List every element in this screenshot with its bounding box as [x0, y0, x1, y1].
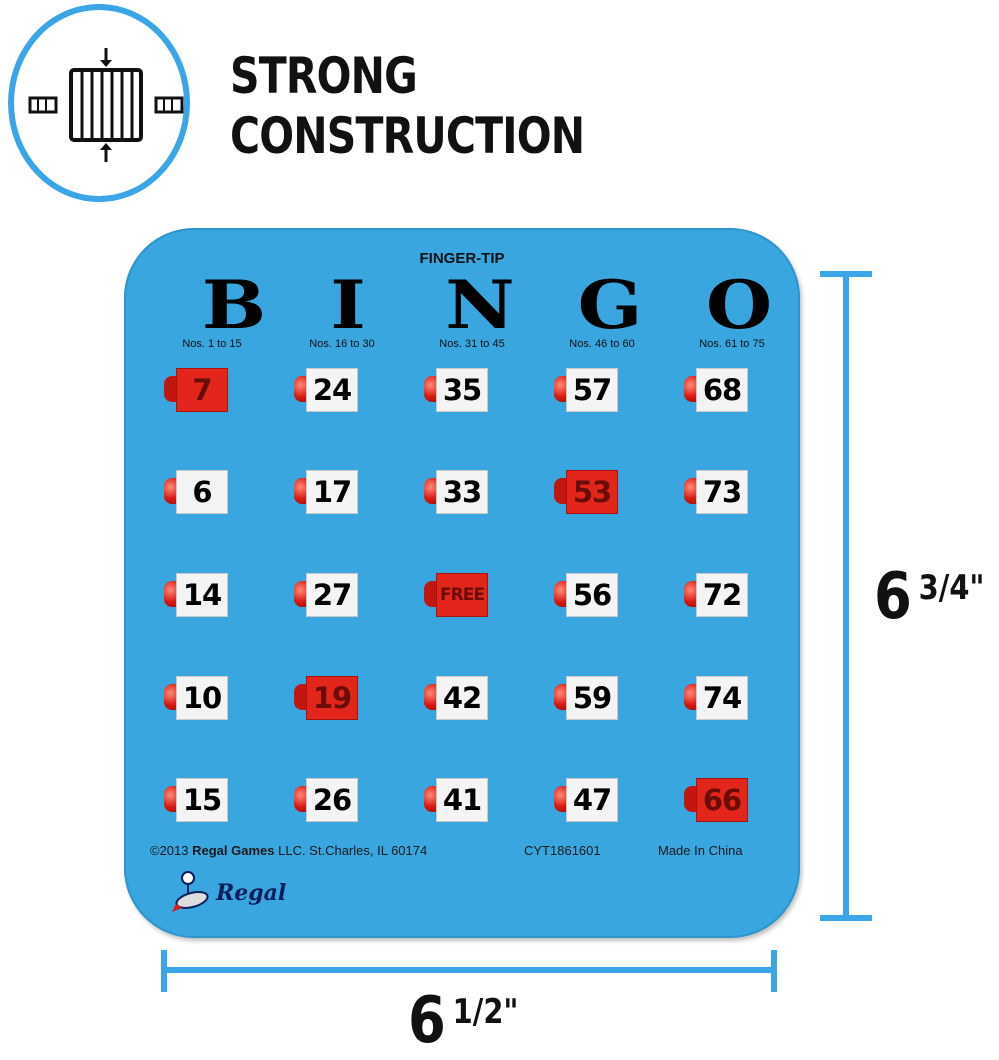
range-n: Nos. 31 to 45	[439, 338, 505, 350]
headline-line-1: STRONG	[230, 47, 418, 105]
letter-n: N	[445, 266, 515, 344]
copyright-suffix: LLC. St.Charles, IL 60174	[274, 843, 428, 858]
cell-i-3[interactable]: 27	[294, 573, 358, 617]
cell-number: 15	[176, 778, 228, 822]
cell-number: 33	[436, 470, 488, 514]
cell-g-5[interactable]: 47	[554, 778, 618, 822]
cell-number: 26	[306, 778, 358, 822]
cell-number: 47	[566, 778, 618, 822]
cell-number: 53	[566, 470, 618, 514]
width-dimension-line	[161, 950, 777, 992]
card-brand: FINGER-TIP	[419, 250, 505, 267]
cell-i-4[interactable]: 19	[294, 676, 358, 720]
cell-n-5[interactable]: 41	[424, 778, 488, 822]
cell-b-4[interactable]: 10	[164, 676, 228, 720]
headline-line-2: CONSTRUCTION	[230, 107, 585, 165]
cell-o-3[interactable]: 72	[684, 573, 748, 617]
cell-number: 66	[696, 778, 748, 822]
cell-number: 6	[176, 470, 228, 514]
cell-i-2[interactable]: 17	[294, 470, 358, 514]
cell-number: 35	[436, 368, 488, 412]
cell-i-1[interactable]: 24	[294, 368, 358, 412]
copyright-prefix: ©2013	[150, 843, 193, 858]
logo-text: Regal	[216, 880, 287, 906]
cell-number: 74	[696, 676, 748, 720]
cell-g-3[interactable]: 56	[554, 573, 618, 617]
cell-number: 68	[696, 368, 748, 412]
range-b: Nos. 1 to 15	[182, 338, 242, 350]
rocket-mascot-icon	[172, 871, 209, 912]
cell-number: 17	[306, 470, 358, 514]
cell-g-4[interactable]: 59	[554, 676, 618, 720]
cell-number: 56	[566, 573, 618, 617]
cell-n-2[interactable]: 33	[424, 470, 488, 514]
letter-o: O	[705, 266, 773, 344]
cell-b-5[interactable]: 15	[164, 778, 228, 822]
cell-number: 7	[176, 368, 228, 412]
cell-g-1[interactable]: 57	[554, 368, 618, 412]
height-fraction: 3/4"	[918, 568, 985, 608]
cell-o-4[interactable]: 74	[684, 676, 748, 720]
letter-g: G	[577, 266, 643, 344]
cell-number: FREE	[436, 573, 488, 617]
copyright-line: ©2013 Regal Games LLC. St.Charles, IL 60…	[150, 843, 427, 858]
feature-headline: STRONG CONSTRUCTION	[230, 46, 585, 166]
cell-number: 42	[436, 676, 488, 720]
regal-logo: Regal	[172, 868, 312, 918]
letter-i: I	[330, 266, 366, 344]
cell-g-2[interactable]: 53	[554, 470, 618, 514]
origin-label: Made In China	[658, 843, 743, 858]
cell-n-1[interactable]: 35	[424, 368, 488, 412]
cell-number: 59	[566, 676, 618, 720]
range-i: Nos. 16 to 30	[309, 338, 375, 350]
height-whole: 6	[874, 560, 912, 634]
cell-number: 19	[306, 676, 358, 720]
cell-i-5[interactable]: 26	[294, 778, 358, 822]
width-fraction: 1/2"	[452, 992, 519, 1032]
cell-n-4[interactable]: 42	[424, 676, 488, 720]
cell-b-3[interactable]: 14	[164, 573, 228, 617]
cell-n-3[interactable]: FREE	[424, 573, 488, 617]
cell-number: 24	[306, 368, 358, 412]
model-number: CYT1861601	[524, 843, 601, 858]
cell-b-1[interactable]: 7	[164, 368, 228, 412]
range-o: Nos. 61 to 75	[699, 338, 765, 350]
bingo-letters: B I N G O	[124, 272, 800, 338]
compression-block-icon	[28, 48, 184, 162]
height-dimension-line	[820, 271, 872, 921]
width-whole: 6	[408, 984, 446, 1058]
cell-number: 72	[696, 573, 748, 617]
letter-b: B	[201, 266, 267, 344]
cell-o-2[interactable]: 73	[684, 470, 748, 514]
cell-number: 73	[696, 470, 748, 514]
cell-number: 57	[566, 368, 618, 412]
cell-b-2[interactable]: 6	[164, 470, 228, 514]
strong-construction-badge	[8, 4, 190, 202]
cell-number: 14	[176, 573, 228, 617]
cell-number: 41	[436, 778, 488, 822]
cell-number: 27	[306, 573, 358, 617]
company-name: Regal Games	[192, 843, 275, 858]
bingo-card: FINGER-TIP B I N G O Nos. 1 to 15 Nos. 1…	[124, 228, 800, 938]
range-g: Nos. 46 to 60	[569, 338, 635, 350]
cell-o-5[interactable]: 66	[684, 778, 748, 822]
cell-number: 10	[176, 676, 228, 720]
cell-o-1[interactable]: 68	[684, 368, 748, 412]
